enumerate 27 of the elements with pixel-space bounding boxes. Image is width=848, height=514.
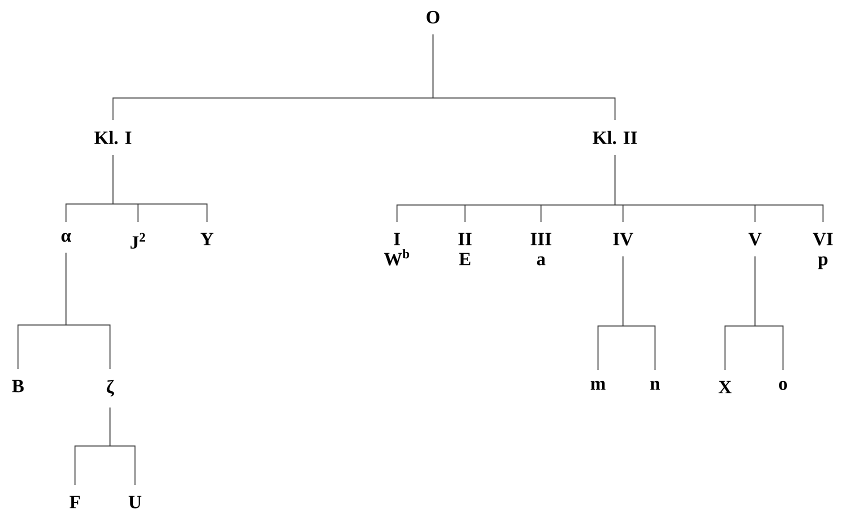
tree-connector: [66, 252, 110, 370]
tree-connector: [754, 256, 784, 370]
manuscript-label: O: [426, 10, 440, 24]
manuscript-label: n: [650, 380, 660, 390]
manuscript-label: V: [748, 232, 762, 246]
tree-connector: [432, 34, 616, 120]
tree-connector: [110, 407, 136, 486]
manuscript-label: F: [70, 496, 80, 508]
tree-connector: [112, 154, 208, 222]
manuscript-label: VI p: [812, 232, 833, 270]
manuscript-label: B: [12, 380, 24, 392]
manuscript-label: Kl. II: [592, 130, 637, 144]
manuscript-label: U: [128, 496, 142, 508]
manuscript-label: ζ: [106, 380, 114, 397]
manuscript-label: o: [779, 380, 787, 390]
manuscript-label: J$^{2}$: [130, 232, 146, 249]
manuscript-label: II E: [458, 232, 472, 266]
tree-connector: [622, 256, 656, 370]
manuscript-label: III a: [530, 232, 552, 266]
manuscript-label: IV: [613, 232, 634, 246]
manuscript-label: X: [718, 380, 732, 394]
manuscript-label: α: [61, 232, 72, 242]
manuscript-label: Y: [200, 232, 214, 246]
manuscript-label: m: [590, 380, 606, 390]
tree-connector: [614, 154, 824, 222]
manuscript-label: I W$^{b}$: [384, 232, 410, 266]
manuscript-label: Kl. I: [94, 130, 132, 144]
